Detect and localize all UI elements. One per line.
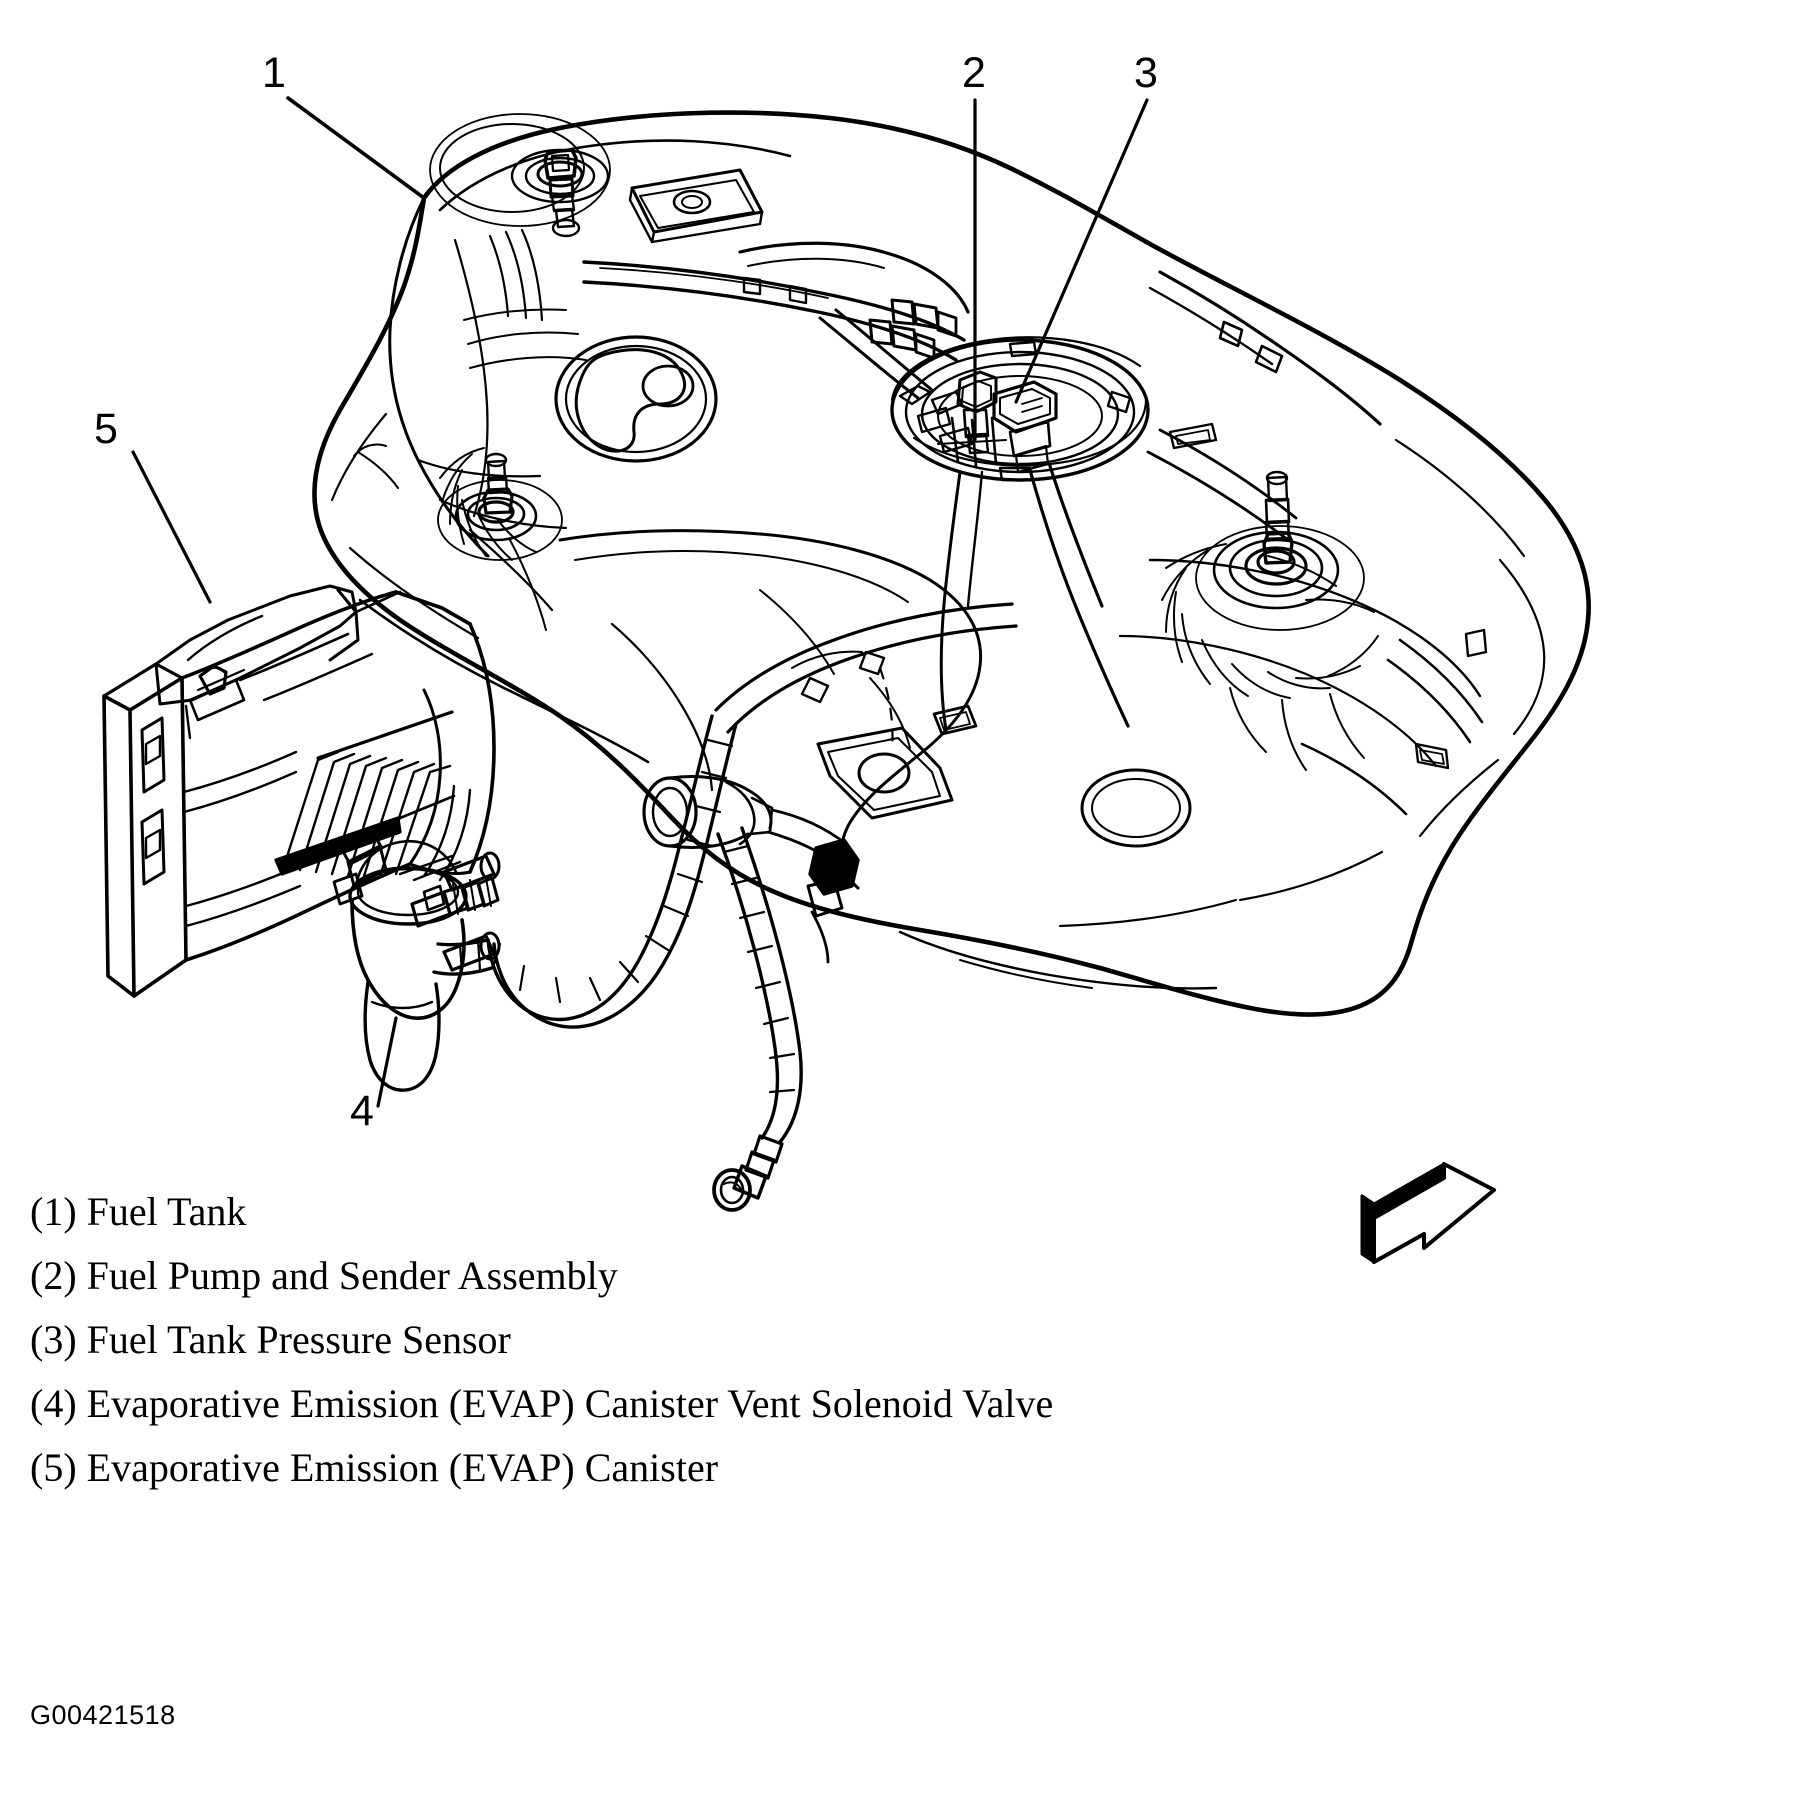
fuel-tank-pressure-sensor bbox=[992, 380, 1058, 474]
figure-code: G00421518 bbox=[30, 1700, 176, 1730]
legend: (1) Fuel Tank (2) Fuel Pump and Sender A… bbox=[30, 1180, 1630, 1500]
legend-item-3: (3) Fuel Tank Pressure Sensor bbox=[30, 1317, 511, 1362]
tank-hump-top-crease bbox=[438, 139, 792, 212]
canister-cooling-fins bbox=[276, 710, 456, 878]
tank-hump-inner-crease bbox=[453, 238, 489, 518]
tank-oval-depression-lower-right bbox=[1080, 768, 1192, 848]
fuel-tank-outline bbox=[312, 110, 1591, 1017]
tank-mounting-stud-top-left bbox=[429, 113, 611, 238]
tank-lower-left-edge bbox=[358, 598, 650, 764]
tank-main-silhouette bbox=[312, 110, 1591, 1017]
tank-slot-right-3-inner bbox=[1419, 749, 1445, 765]
evap-canister-vent-solenoid-valve bbox=[332, 830, 501, 1092]
tank-saddle-upper bbox=[558, 529, 983, 890]
tank-crease-a bbox=[416, 458, 542, 478]
leader-line-5 bbox=[131, 450, 212, 604]
tank-right-contour-3 bbox=[1394, 438, 1526, 558]
tank-right-contour-4 bbox=[1498, 558, 1546, 736]
tank-lower-left-edge-2 bbox=[348, 546, 480, 640]
tank-rib-2 bbox=[504, 230, 528, 320]
hose-2-corrugations bbox=[722, 844, 796, 1094]
vapor-hose-assembly bbox=[432, 714, 803, 1212]
legend-item-5: (5) Evaporative Emission (EVAP) Canister bbox=[30, 1445, 719, 1490]
tank-crease-d bbox=[509, 539, 547, 631]
tank-bottom-skirt bbox=[898, 930, 1218, 990]
leader-line-4 bbox=[376, 1016, 398, 1108]
vehicle-forward-direction-arrow bbox=[1360, 1162, 1496, 1264]
tank-square-boss-lower bbox=[816, 726, 954, 820]
tank-hose-connector-block bbox=[806, 838, 860, 964]
hose-1-corrugations bbox=[492, 738, 734, 1004]
tank-mounting-stud-right bbox=[1195, 470, 1365, 631]
callout-number-1: 1 bbox=[262, 49, 286, 97]
tank-rib-5 bbox=[467, 331, 579, 345]
fuel-pump-sender-assembly bbox=[890, 336, 1150, 482]
valve-port-lower bbox=[442, 934, 496, 972]
callout-number-2: 2 bbox=[962, 49, 986, 97]
tank-radial-ribs-right-stud bbox=[1161, 543, 1379, 771]
tank-right-contour-6 bbox=[1238, 850, 1384, 902]
valve-lower-boot bbox=[363, 980, 441, 1092]
hose-quick-connect-fitting bbox=[712, 1134, 784, 1212]
tank-crease-b bbox=[438, 498, 568, 530]
tank-saddle-mid-crease bbox=[759, 589, 835, 675]
tank-mounting-stud-mid-left bbox=[437, 452, 563, 561]
tank-saddle-left-crease bbox=[610, 622, 714, 792]
tank-right-contour-7 bbox=[1058, 898, 1238, 928]
legend-item-1: (1) Fuel Tank bbox=[30, 1189, 247, 1234]
tank-right-contour-1 bbox=[1148, 558, 1482, 698]
valve-port-upper bbox=[442, 854, 496, 892]
tank-slot-right-3 bbox=[1414, 742, 1450, 770]
tank-slot-right-1 bbox=[1168, 422, 1218, 450]
tank-fuel-and-vapor-lines bbox=[582, 241, 1484, 816]
tank-left-hump-edge bbox=[388, 196, 490, 558]
tank-saddle-upper-inner bbox=[574, 550, 909, 603]
tank-right-contour-5 bbox=[1418, 758, 1500, 838]
legend-item-2: (2) Fuel Pump and Sender Assembly bbox=[30, 1253, 618, 1298]
leader-line-1 bbox=[286, 96, 426, 200]
tank-slot-right-2 bbox=[1464, 628, 1488, 658]
tank-slot-right-1-inner bbox=[1175, 429, 1211, 445]
tank-bottom-skirt-inner bbox=[959, 959, 1093, 989]
tank-surface-features bbox=[439, 168, 1488, 848]
tank-rib-4 bbox=[463, 308, 567, 321]
tank-rib-1 bbox=[488, 234, 510, 318]
callout-number-3: 3 bbox=[1134, 49, 1158, 97]
tank-square-panel-upper bbox=[628, 168, 764, 244]
tank-small-tab-left bbox=[357, 451, 399, 489]
callout-number-4: 4 bbox=[350, 1087, 374, 1135]
tank-small-tab-left-2 bbox=[353, 443, 387, 457]
valve-hose-nipple bbox=[410, 876, 500, 928]
tank-hidden-edge bbox=[878, 666, 894, 752]
legend-item-4: (4) Evaporative Emission (EVAP) Canister… bbox=[30, 1381, 1054, 1426]
callout-number-5: 5 bbox=[94, 405, 118, 453]
tank-access-opening bbox=[554, 335, 718, 463]
tank-saddle-small-crease bbox=[791, 650, 863, 669]
tank-saddle-right-crease bbox=[869, 677, 911, 749]
